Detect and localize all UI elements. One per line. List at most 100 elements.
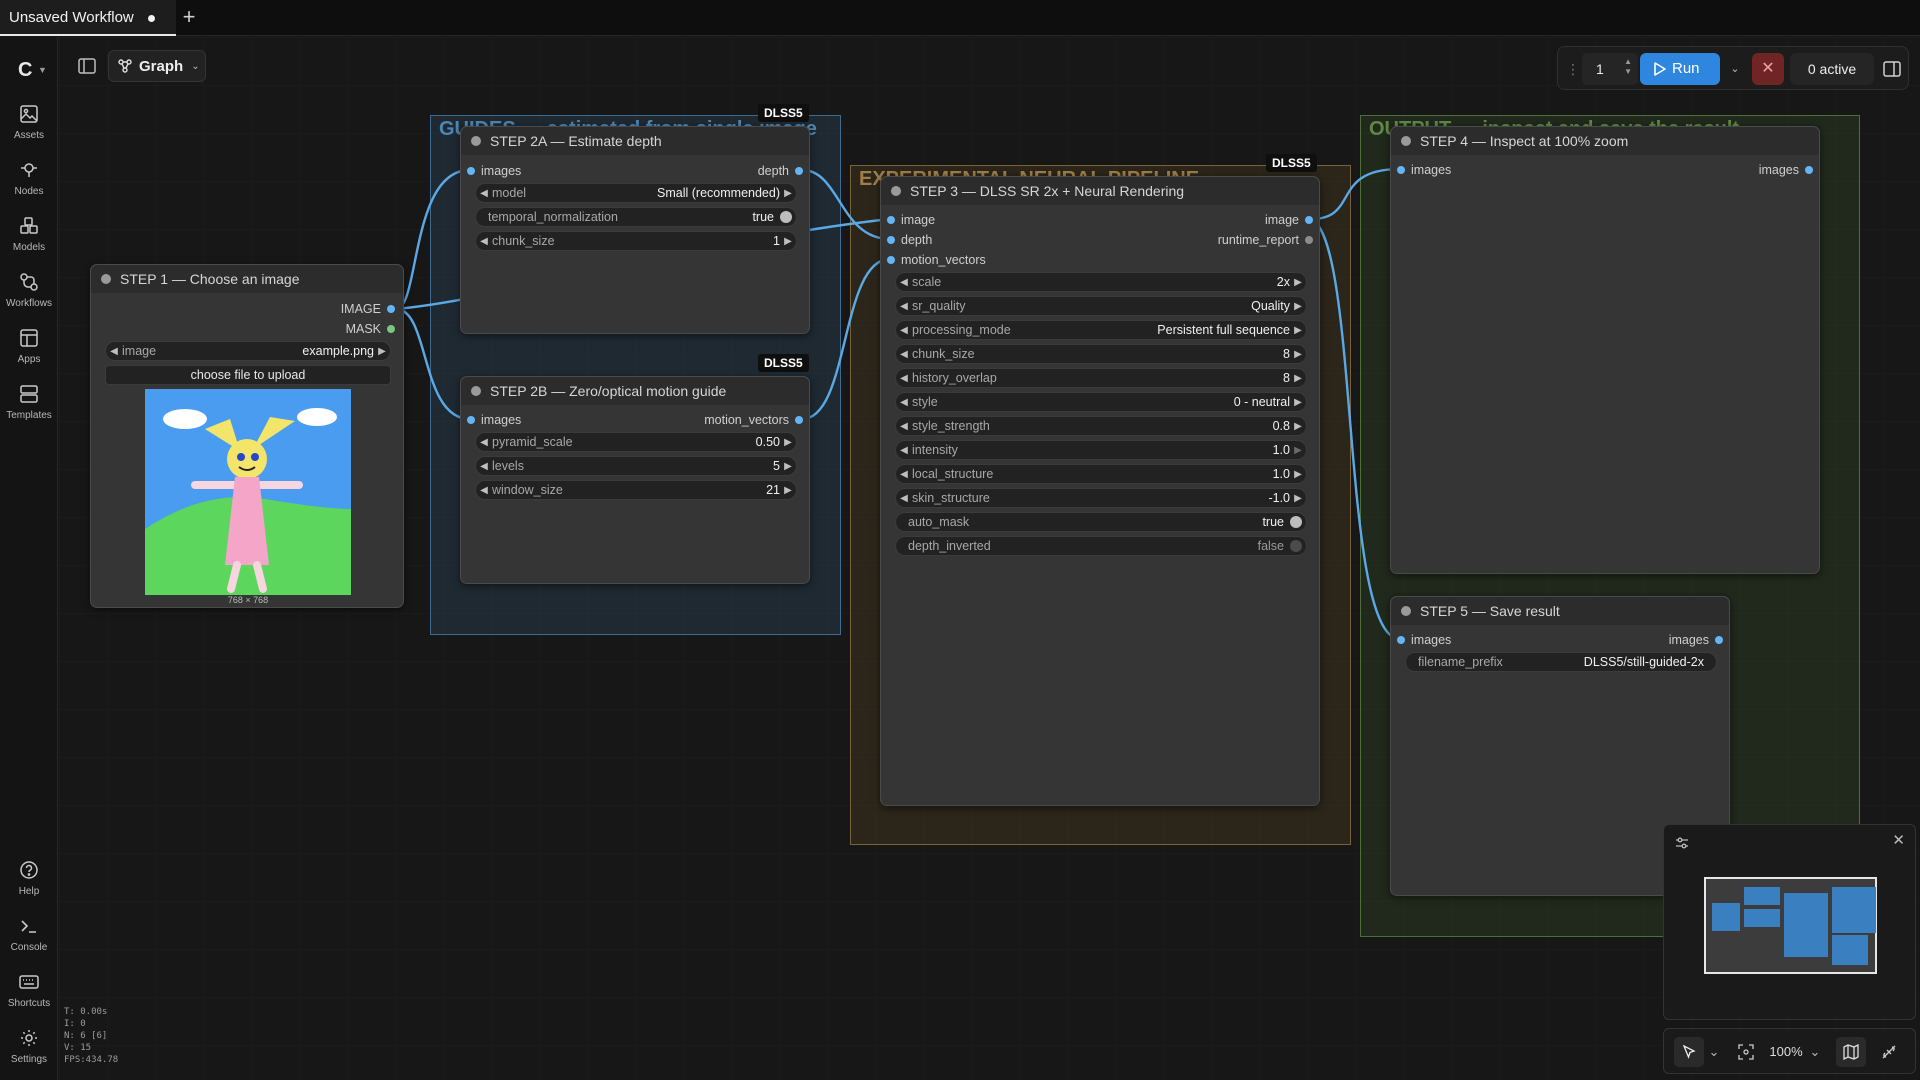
sidebar-item-nodes[interactable]: Nodes <box>0 159 58 197</box>
arrow-right-icon[interactable]: ▶ <box>1294 324 1302 336</box>
port-dot-icon[interactable] <box>1397 636 1405 644</box>
input-port-motion-vectors[interactable]: motion_vectors <box>887 252 986 268</box>
queue-active-button[interactable]: 0 active <box>1790 53 1874 85</box>
chevron-down-icon[interactable]: ▼ <box>38 65 47 75</box>
node-step1-load-image[interactable]: STEP 1 — Choose an image IMAGE MASK ◀ im… <box>90 264 404 608</box>
arrow-right-icon[interactable]: ▶ <box>378 345 386 357</box>
window-size-widget[interactable]: ◀ window_size 21 ▶ <box>475 480 797 500</box>
node-header[interactable]: STEP 1 — Choose an image <box>91 265 403 293</box>
arrow-right-icon[interactable]: ▶ <box>784 460 792 472</box>
arrow-right-icon[interactable]: ▶ <box>1294 420 1302 432</box>
output-port-motion-vectors[interactable]: motion_vectors <box>704 412 803 428</box>
port-dot-icon[interactable] <box>1305 236 1313 244</box>
arrow-right-icon[interactable]: ▶ <box>1294 492 1302 504</box>
node-collapse-icon[interactable] <box>1401 606 1411 616</box>
arrow-left-icon[interactable]: ◀ <box>900 372 908 384</box>
input-port-depth[interactable]: depth <box>887 232 932 248</box>
port-dot-icon[interactable] <box>795 416 803 424</box>
arrow-left-icon[interactable]: ◀ <box>900 444 908 456</box>
graph-mode-dropdown[interactable]: Graph ⌄ <box>108 50 206 82</box>
arrow-right-icon[interactable]: ▶ <box>1294 276 1302 288</box>
chevron-down-icon[interactable]: ⌄ <box>1809 1044 1821 1059</box>
minimap-viewport[interactable] <box>1704 877 1877 974</box>
arrow-right-icon[interactable]: ▶ <box>784 235 792 247</box>
arrow-left-icon[interactable]: ◀ <box>900 468 908 480</box>
arrow-left-icon[interactable]: ◀ <box>900 324 908 336</box>
port-dot-icon[interactable] <box>887 216 895 224</box>
arrow-left-icon[interactable]: ◀ <box>480 484 488 496</box>
sidebar-item-shortcuts[interactable]: Shortcuts <box>0 971 58 1009</box>
filename-prefix-input[interactable]: filename_prefix DLSS5/still-guided-2x <box>1405 652 1717 672</box>
close-icon[interactable]: ✕ <box>1892 832 1905 849</box>
zoom-level[interactable]: 100% <box>1769 1044 1803 1059</box>
port-dot-icon[interactable] <box>1715 636 1723 644</box>
node-collapse-icon[interactable] <box>891 186 901 196</box>
fit-view-button[interactable] <box>1734 1037 1758 1067</box>
arrow-right-icon[interactable]: ▶ <box>1294 372 1302 384</box>
output-port-depth[interactable]: depth <box>758 163 803 179</box>
arrow-left-icon[interactable]: ◀ <box>480 460 488 472</box>
port-dot-icon[interactable] <box>387 325 395 333</box>
node-step2a-estimate-depth[interactable]: STEP 2A — Estimate depth images depth ◀ … <box>460 126 810 334</box>
node-header[interactable]: STEP 2B — Zero/optical motion guide <box>461 377 809 405</box>
node-step2b-motion-guide[interactable]: STEP 2B — Zero/optical motion guide imag… <box>460 376 810 584</box>
port-dot-icon[interactable] <box>887 236 895 244</box>
sidebar-item-console[interactable]: Console <box>0 915 58 953</box>
output-port-image[interactable]: image <box>1265 212 1313 228</box>
node-header[interactable]: STEP 3 — DLSS SR 2x + Neural Rendering <box>881 177 1319 205</box>
skin-structure-widget[interactable]: ◀skin_structure-1.0▶ <box>895 488 1307 508</box>
chevron-down-icon[interactable]: ⌄ <box>1708 1044 1720 1059</box>
arrow-left-icon[interactable]: ◀ <box>110 345 118 357</box>
arrow-left-icon[interactable]: ◀ <box>480 187 488 199</box>
sidebar-item-workflows[interactable]: Workflows <box>0 271 58 309</box>
settings-sliders-icon[interactable] <box>1674 835 1690 851</box>
arrow-left-icon[interactable]: ◀ <box>900 420 908 432</box>
arrow-right-icon[interactable]: ▶ <box>784 484 792 496</box>
sidebar-item-help[interactable]: Help <box>0 859 58 897</box>
arrow-right-icon[interactable]: ▶ <box>784 187 792 199</box>
output-port-images[interactable]: images <box>1759 162 1813 178</box>
upload-button[interactable]: choose file to upload <box>105 365 391 385</box>
input-port-image[interactable]: image <box>887 212 935 228</box>
port-dot-icon[interactable] <box>387 305 395 313</box>
arrow-right-icon[interactable]: ▶ <box>1294 444 1302 456</box>
chunk-size-widget[interactable]: ◀ chunk_size 1 ▶ <box>475 231 797 251</box>
port-dot-icon[interactable] <box>1805 166 1813 174</box>
run-options-chevron-icon[interactable]: ⌄ <box>1730 63 1740 75</box>
output-port-images[interactable]: images <box>1669 632 1723 648</box>
output-port-mask[interactable]: MASK <box>346 321 395 337</box>
arrow-left-icon[interactable]: ◀ <box>900 300 908 312</box>
port-dot-icon[interactable] <box>467 416 475 424</box>
arrow-left-icon[interactable]: ◀ <box>480 436 488 448</box>
input-port-images[interactable]: images <box>1397 162 1451 178</box>
port-dot-icon[interactable] <box>795 167 803 175</box>
toggle-on-icon[interactable] <box>780 211 792 223</box>
cancel-run-button[interactable]: ✕ <box>1752 53 1784 85</box>
node-header[interactable]: STEP 2A — Estimate depth <box>461 127 809 155</box>
sidebar-item-settings[interactable]: Settings <box>0 1027 58 1065</box>
comfy-logo-icon[interactable]: C <box>18 59 33 81</box>
node-header[interactable]: STEP 4 — Inspect at 100% zoom <box>1391 127 1819 155</box>
node-collapse-icon[interactable] <box>471 386 481 396</box>
arrow-right-icon[interactable]: ▶ <box>784 436 792 448</box>
panel-toggle-icon[interactable] <box>76 55 98 77</box>
arrow-left-icon[interactable]: ◀ <box>900 276 908 288</box>
sidebar-item-assets[interactable]: Assets <box>0 103 58 141</box>
arrow-right-icon[interactable]: ▶ <box>1294 396 1302 408</box>
new-tab-button[interactable]: + <box>182 4 196 29</box>
node-collapse-icon[interactable] <box>101 274 111 284</box>
input-port-images[interactable]: images <box>467 163 521 179</box>
levels-widget[interactable]: ◀ levels 5 ▶ <box>475 456 797 476</box>
links-toggle-button[interactable] <box>1874 1037 1904 1067</box>
batch-count-input[interactable]: 1 ▲▼ <box>1582 53 1638 85</box>
toggle-off-icon[interactable] <box>1290 540 1302 552</box>
run-button[interactable]: Run <box>1640 53 1720 85</box>
arrow-right-icon[interactable]: ▶ <box>1294 300 1302 312</box>
